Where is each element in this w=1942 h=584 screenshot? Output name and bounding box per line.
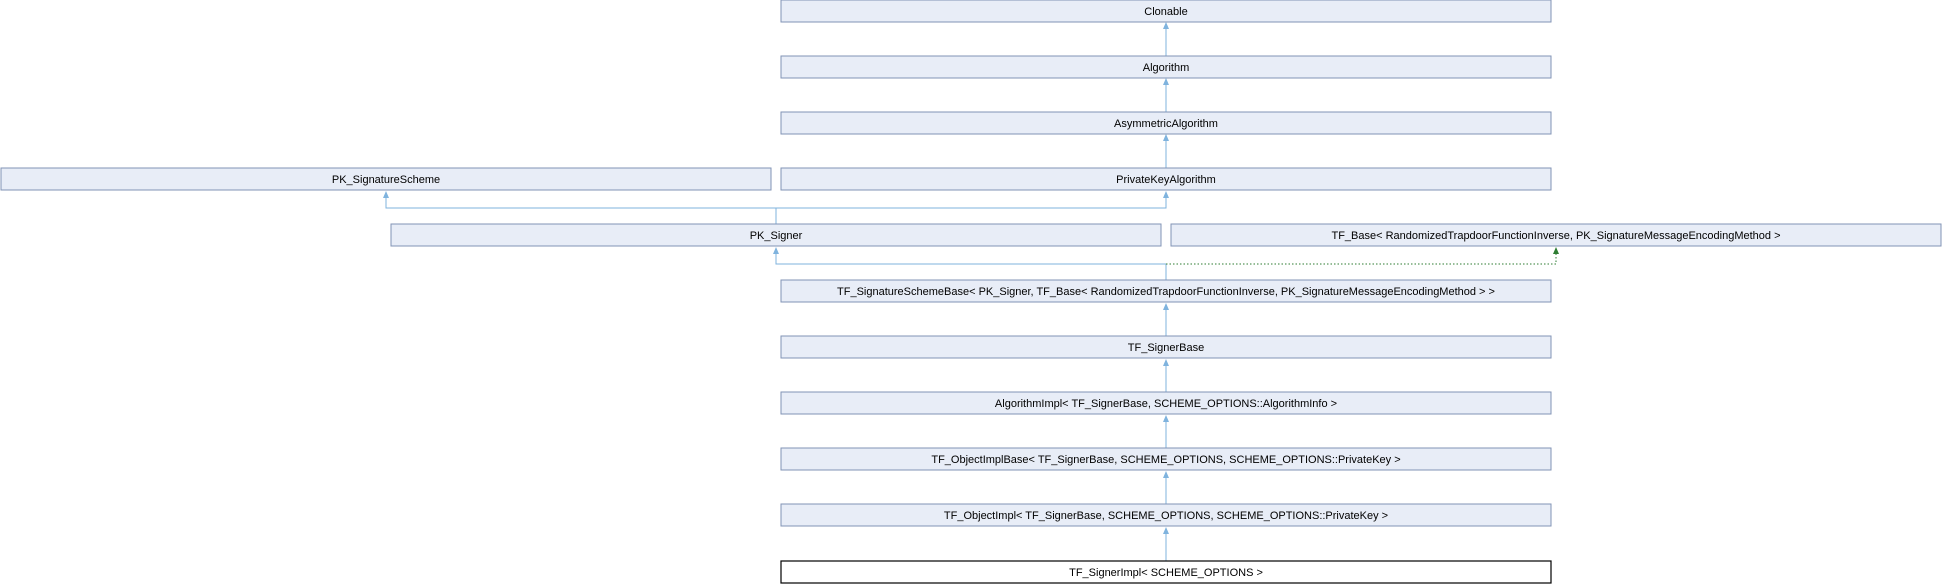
class-label: TF_SignerBase	[1128, 342, 1204, 354]
class-node-pk-signer[interactable]: PK_Signer	[390, 223, 1162, 247]
class-node-tf-base[interactable]: TF_Base< RandomizedTrapdoorFunctionInver…	[1170, 223, 1942, 247]
class-node-clonable[interactable]: Clonable	[780, 0, 1552, 23]
class-label: TF_SignatureSchemeBase< PK_Signer, TF_Ba…	[837, 286, 1495, 298]
class-node-algorithm-impl[interactable]: AlgorithmImpl< TF_SignerBase, SCHEME_OPT…	[780, 391, 1552, 415]
class-label: TF_ObjectImplBase< TF_SignerBase, SCHEME…	[931, 454, 1400, 466]
edges	[383, 22, 1559, 561]
class-label: TF_ObjectImpl< TF_SignerBase, SCHEME_OPT…	[944, 510, 1388, 522]
class-label: PrivateKeyAlgorithm	[1116, 174, 1216, 186]
arrow-head	[1553, 247, 1559, 254]
class-node-algorithm[interactable]: Algorithm	[780, 55, 1552, 79]
arrow-head	[1163, 191, 1169, 198]
class-label: TF_Base< RandomizedTrapdoorFunctionInver…	[1331, 230, 1780, 242]
edge-pksigner-to-signaturescheme	[385, 196, 777, 224]
class-label: TF_SignerImpl< SCHEME_OPTIONS >	[1069, 567, 1263, 579]
class-node-tf-signer-impl: TF_SignerImpl< SCHEME_OPTIONS >	[780, 560, 1552, 584]
arrow-head	[1163, 303, 1169, 310]
class-label: Clonable	[1144, 6, 1187, 18]
class-label: AsymmetricAlgorithm	[1114, 118, 1218, 130]
class-label: Algorithm	[1143, 62, 1189, 74]
arrow-head	[383, 191, 389, 198]
class-node-tf-signature-scheme-base[interactable]: TF_SignatureSchemeBase< PK_Signer, TF_Ba…	[780, 279, 1552, 303]
class-node-tf-signer-base[interactable]: TF_SignerBase	[780, 335, 1552, 359]
arrow-head	[773, 247, 779, 254]
arrow-head	[1163, 359, 1169, 366]
class-label: AlgorithmImpl< TF_SignerBase, SCHEME_OPT…	[995, 398, 1337, 410]
class-node-private-key-algorithm[interactable]: PrivateKeyAlgorithm	[780, 167, 1552, 191]
edge-pksigner-to-privatekey	[776, 196, 1167, 209]
edge-schemebase-to-tfbase	[1166, 252, 1557, 265]
class-node-pk-signature-scheme[interactable]: PK_SignatureScheme	[0, 167, 772, 191]
class-label: PK_Signer	[750, 230, 803, 242]
arrow-head	[1163, 471, 1169, 478]
class-label: PK_SignatureScheme	[332, 174, 440, 186]
arrow-head	[1163, 134, 1169, 141]
edge-schemebase-to-pksigner	[775, 252, 1167, 280]
arrow-head	[1163, 78, 1169, 85]
class-node-asymmetric-algorithm[interactable]: AsymmetricAlgorithm	[780, 111, 1552, 135]
arrow-head	[1163, 22, 1169, 29]
class-node-tf-object-impl[interactable]: TF_ObjectImpl< TF_SignerBase, SCHEME_OPT…	[780, 503, 1552, 527]
class-node-tf-object-impl-base[interactable]: TF_ObjectImplBase< TF_SignerBase, SCHEME…	[780, 447, 1552, 471]
arrow-head	[1163, 527, 1169, 534]
arrow-head	[1163, 415, 1169, 422]
